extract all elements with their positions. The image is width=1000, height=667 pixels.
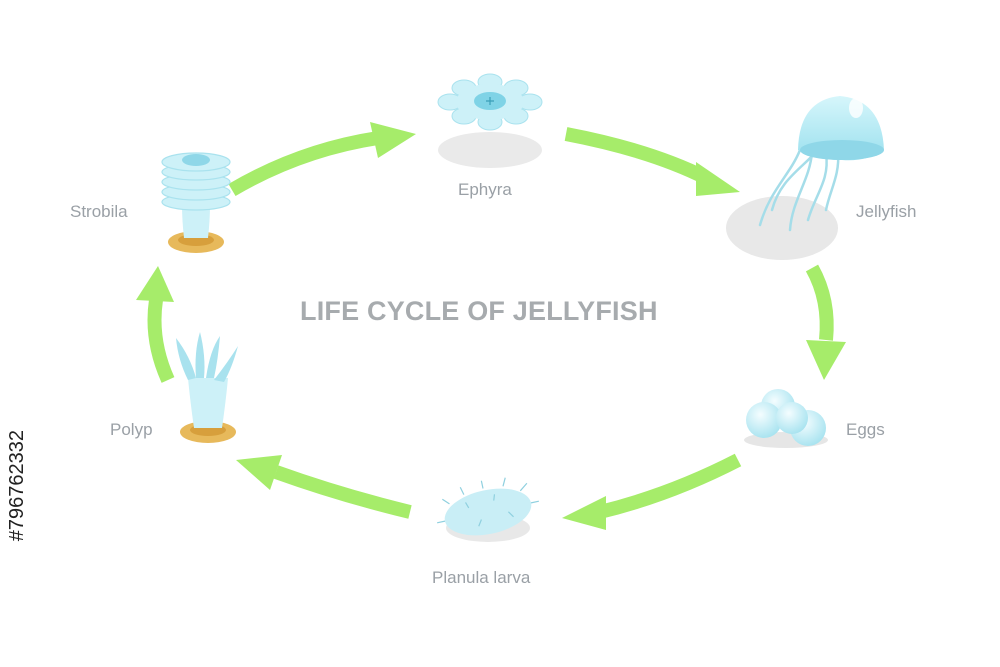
stock-id: #796762332 bbox=[6, 430, 28, 542]
strobila-icon bbox=[161, 152, 231, 253]
label-planula-larva: Planula larva bbox=[432, 568, 531, 587]
label-strobila: Strobila bbox=[70, 202, 128, 221]
label-polyp: Polyp bbox=[110, 420, 153, 439]
arrow-eggs-to-planula bbox=[562, 453, 742, 530]
jellyfish-icon bbox=[726, 96, 884, 260]
polyp-icon bbox=[176, 332, 238, 443]
arrow-ephyra-to-jellyfish bbox=[564, 127, 740, 196]
arrow-planula-to-polyp bbox=[236, 455, 412, 519]
ephyra-icon bbox=[437, 73, 543, 168]
eggs-icon bbox=[744, 389, 828, 448]
arrow-jellyfish-to-eggs bbox=[805, 264, 846, 380]
label-eggs: Eggs bbox=[846, 420, 885, 439]
diagram-title: LIFE CYCLE OF JELLYFISH bbox=[300, 296, 658, 326]
arrow-polyp-to-strobila bbox=[136, 266, 175, 383]
label-ephyra: Ephyra bbox=[458, 180, 512, 199]
label-jellyfish: Jellyfish bbox=[856, 202, 917, 221]
planula-larva-icon bbox=[437, 477, 539, 542]
arrow-strobila-to-ephyra bbox=[228, 122, 416, 197]
